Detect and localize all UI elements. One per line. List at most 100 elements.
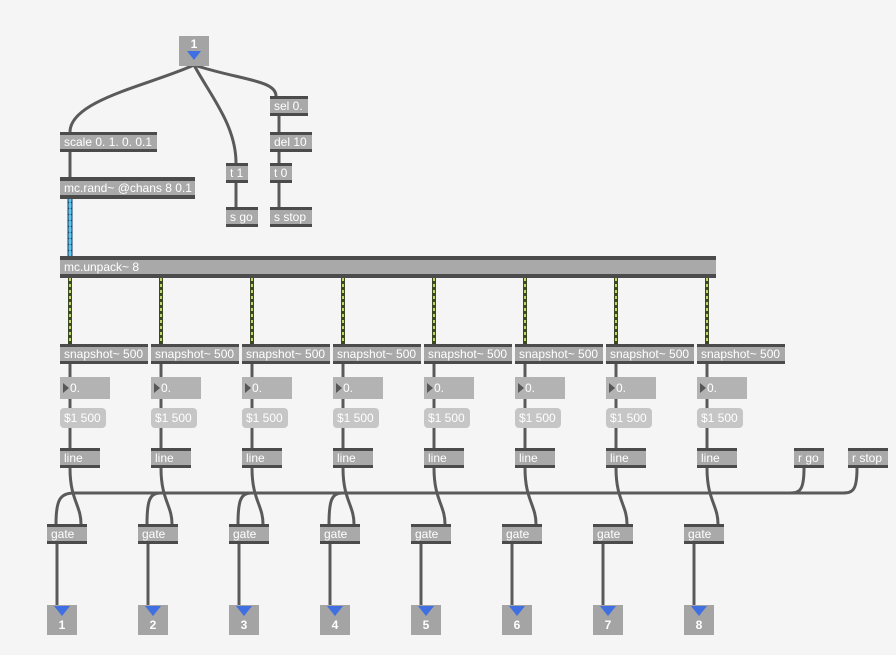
scale-object[interactable]: scale 0. 1. 0. 0.1 [60,132,157,152]
outlet-label: 1 [58,618,66,632]
patch-cord [236,491,253,526]
outlet-arrow-icon [418,606,434,616]
float-number-box-5[interactable]: 0. [424,377,474,399]
float-number-box-1[interactable]: 0. [60,377,110,399]
inlet-1[interactable]: 1 [179,36,209,66]
message-box-2-label: $1 500 [155,411,192,425]
trigger-1-object[interactable]: t 1 [226,163,248,183]
snapshot-object-6[interactable]: snapshot~ 500 [515,344,603,364]
del-object[interactable]: del 10 [270,132,312,152]
outlet-label: 8 [695,618,703,632]
outlet-4[interactable]: 4 [320,605,350,635]
float-number-box-3-label: 0. [252,381,263,395]
number-box-arrow-icon [700,383,706,393]
gate-object-1-label: gate [51,527,75,541]
gate-object-5[interactable]: gate [411,524,451,544]
sel-object[interactable]: sel 0. [270,96,308,116]
snapshot-object-4-label: snapshot~ 500 [337,347,417,361]
gate-object-3-label: gate [233,527,257,541]
send-go-object[interactable]: s go [226,207,258,227]
message-box-3-label: $1 500 [246,411,283,425]
message-box-6[interactable]: $1 500 [515,408,561,428]
receive-go-object[interactable]: r go [794,448,824,468]
message-box-5[interactable]: $1 500 [424,408,470,428]
line-object-8[interactable]: line [697,448,737,468]
gate-object-3[interactable]: gate [229,524,269,544]
trigger-0-object[interactable]: t 0 [270,163,292,183]
line-object-3[interactable]: line [242,448,282,468]
line-object-7[interactable]: line [606,448,646,468]
snapshot-object-5[interactable]: snapshot~ 500 [424,344,512,364]
outlet-7[interactable]: 7 [593,605,623,635]
message-box-3[interactable]: $1 500 [242,408,288,428]
message-box-1[interactable]: $1 500 [60,408,106,428]
gate-object-7[interactable]: gate [593,524,633,544]
float-number-box-4[interactable]: 0. [333,377,383,399]
snapshot-object-7-label: snapshot~ 500 [610,347,690,361]
float-number-box-7[interactable]: 0. [606,377,656,399]
float-number-box-6-label: 0. [525,381,536,395]
snapshot-object-2-label: snapshot~ 500 [155,347,235,361]
float-number-box-5-label: 0. [434,381,445,395]
float-number-box-3[interactable]: 0. [242,377,292,399]
snapshot-object-2[interactable]: snapshot~ 500 [151,344,239,364]
line-object-1[interactable]: line [60,448,100,468]
float-number-box-6[interactable]: 0. [515,377,565,399]
message-box-8[interactable]: $1 500 [697,408,743,428]
patch-cord [145,491,162,526]
number-box-arrow-icon [245,383,251,393]
message-box-7-label: $1 500 [610,411,647,425]
line-object-2-label: line [155,451,174,465]
outlet-5[interactable]: 5 [411,605,441,635]
float-number-box-2[interactable]: 0. [151,377,201,399]
gate-object-4[interactable]: gate [320,524,360,544]
patch-cord [327,491,344,526]
line-object-4-label: line [337,451,356,465]
line-object-6[interactable]: line [515,448,555,468]
outlet-arrow-icon [236,606,252,616]
gate-object-8-label: gate [688,527,712,541]
line-object-3-label: line [246,451,265,465]
snapshot-object-1-label: snapshot~ 500 [64,347,144,361]
message-box-7[interactable]: $1 500 [606,408,652,428]
float-number-box-8[interactable]: 0. [697,377,747,399]
snapshot-object-7[interactable]: snapshot~ 500 [606,344,694,364]
outlet-8[interactable]: 8 [684,605,714,635]
outlet-arrow-icon [691,606,707,616]
snapshot-object-6-label: snapshot~ 500 [519,347,599,361]
line-object-4[interactable]: line [333,448,373,468]
patch-cord [54,466,806,526]
snapshot-object-8-label: snapshot~ 500 [701,347,781,361]
outlet-arrow-icon [54,606,70,616]
outlet-3[interactable]: 3 [229,605,259,635]
gate-object-1[interactable]: gate [47,524,87,544]
mc-unpack-object[interactable]: mc.unpack~ 8 [60,256,716,278]
snapshot-object-1[interactable]: snapshot~ 500 [60,344,148,364]
message-box-4[interactable]: $1 500 [333,408,379,428]
float-number-box-4-label: 0. [343,381,354,395]
snapshot-object-4[interactable]: snapshot~ 500 [333,344,421,364]
outlet-label: 2 [149,618,157,632]
outlet-arrow-icon [145,606,161,616]
line-object-2[interactable]: line [151,448,191,468]
receive-stop-object[interactable]: r stop [848,448,888,468]
gate-object-8[interactable]: gate [684,524,724,544]
line-object-6-label: line [519,451,538,465]
mc-rand-object[interactable]: mc.rand~ @chans 8 0.1 [60,177,195,199]
float-number-box-8-label: 0. [707,381,718,395]
message-box-2[interactable]: $1 500 [151,408,197,428]
outlet-2[interactable]: 2 [138,605,168,635]
send-stop-object[interactable]: s stop [270,207,312,227]
gate-object-2[interactable]: gate [138,524,178,544]
patch-cord [192,63,238,165]
outlet-6[interactable]: 6 [502,605,532,635]
snapshot-object-3[interactable]: snapshot~ 500 [242,344,330,364]
patch-cord [72,466,859,495]
outlet-1[interactable]: 1 [47,605,77,635]
patch-cord-8-d [705,467,720,525]
gate-object-6[interactable]: gate [502,524,542,544]
snapshot-object-8[interactable]: snapshot~ 500 [697,344,785,364]
inlet-arrow-icon [187,51,201,60]
line-object-5[interactable]: line [424,448,464,468]
